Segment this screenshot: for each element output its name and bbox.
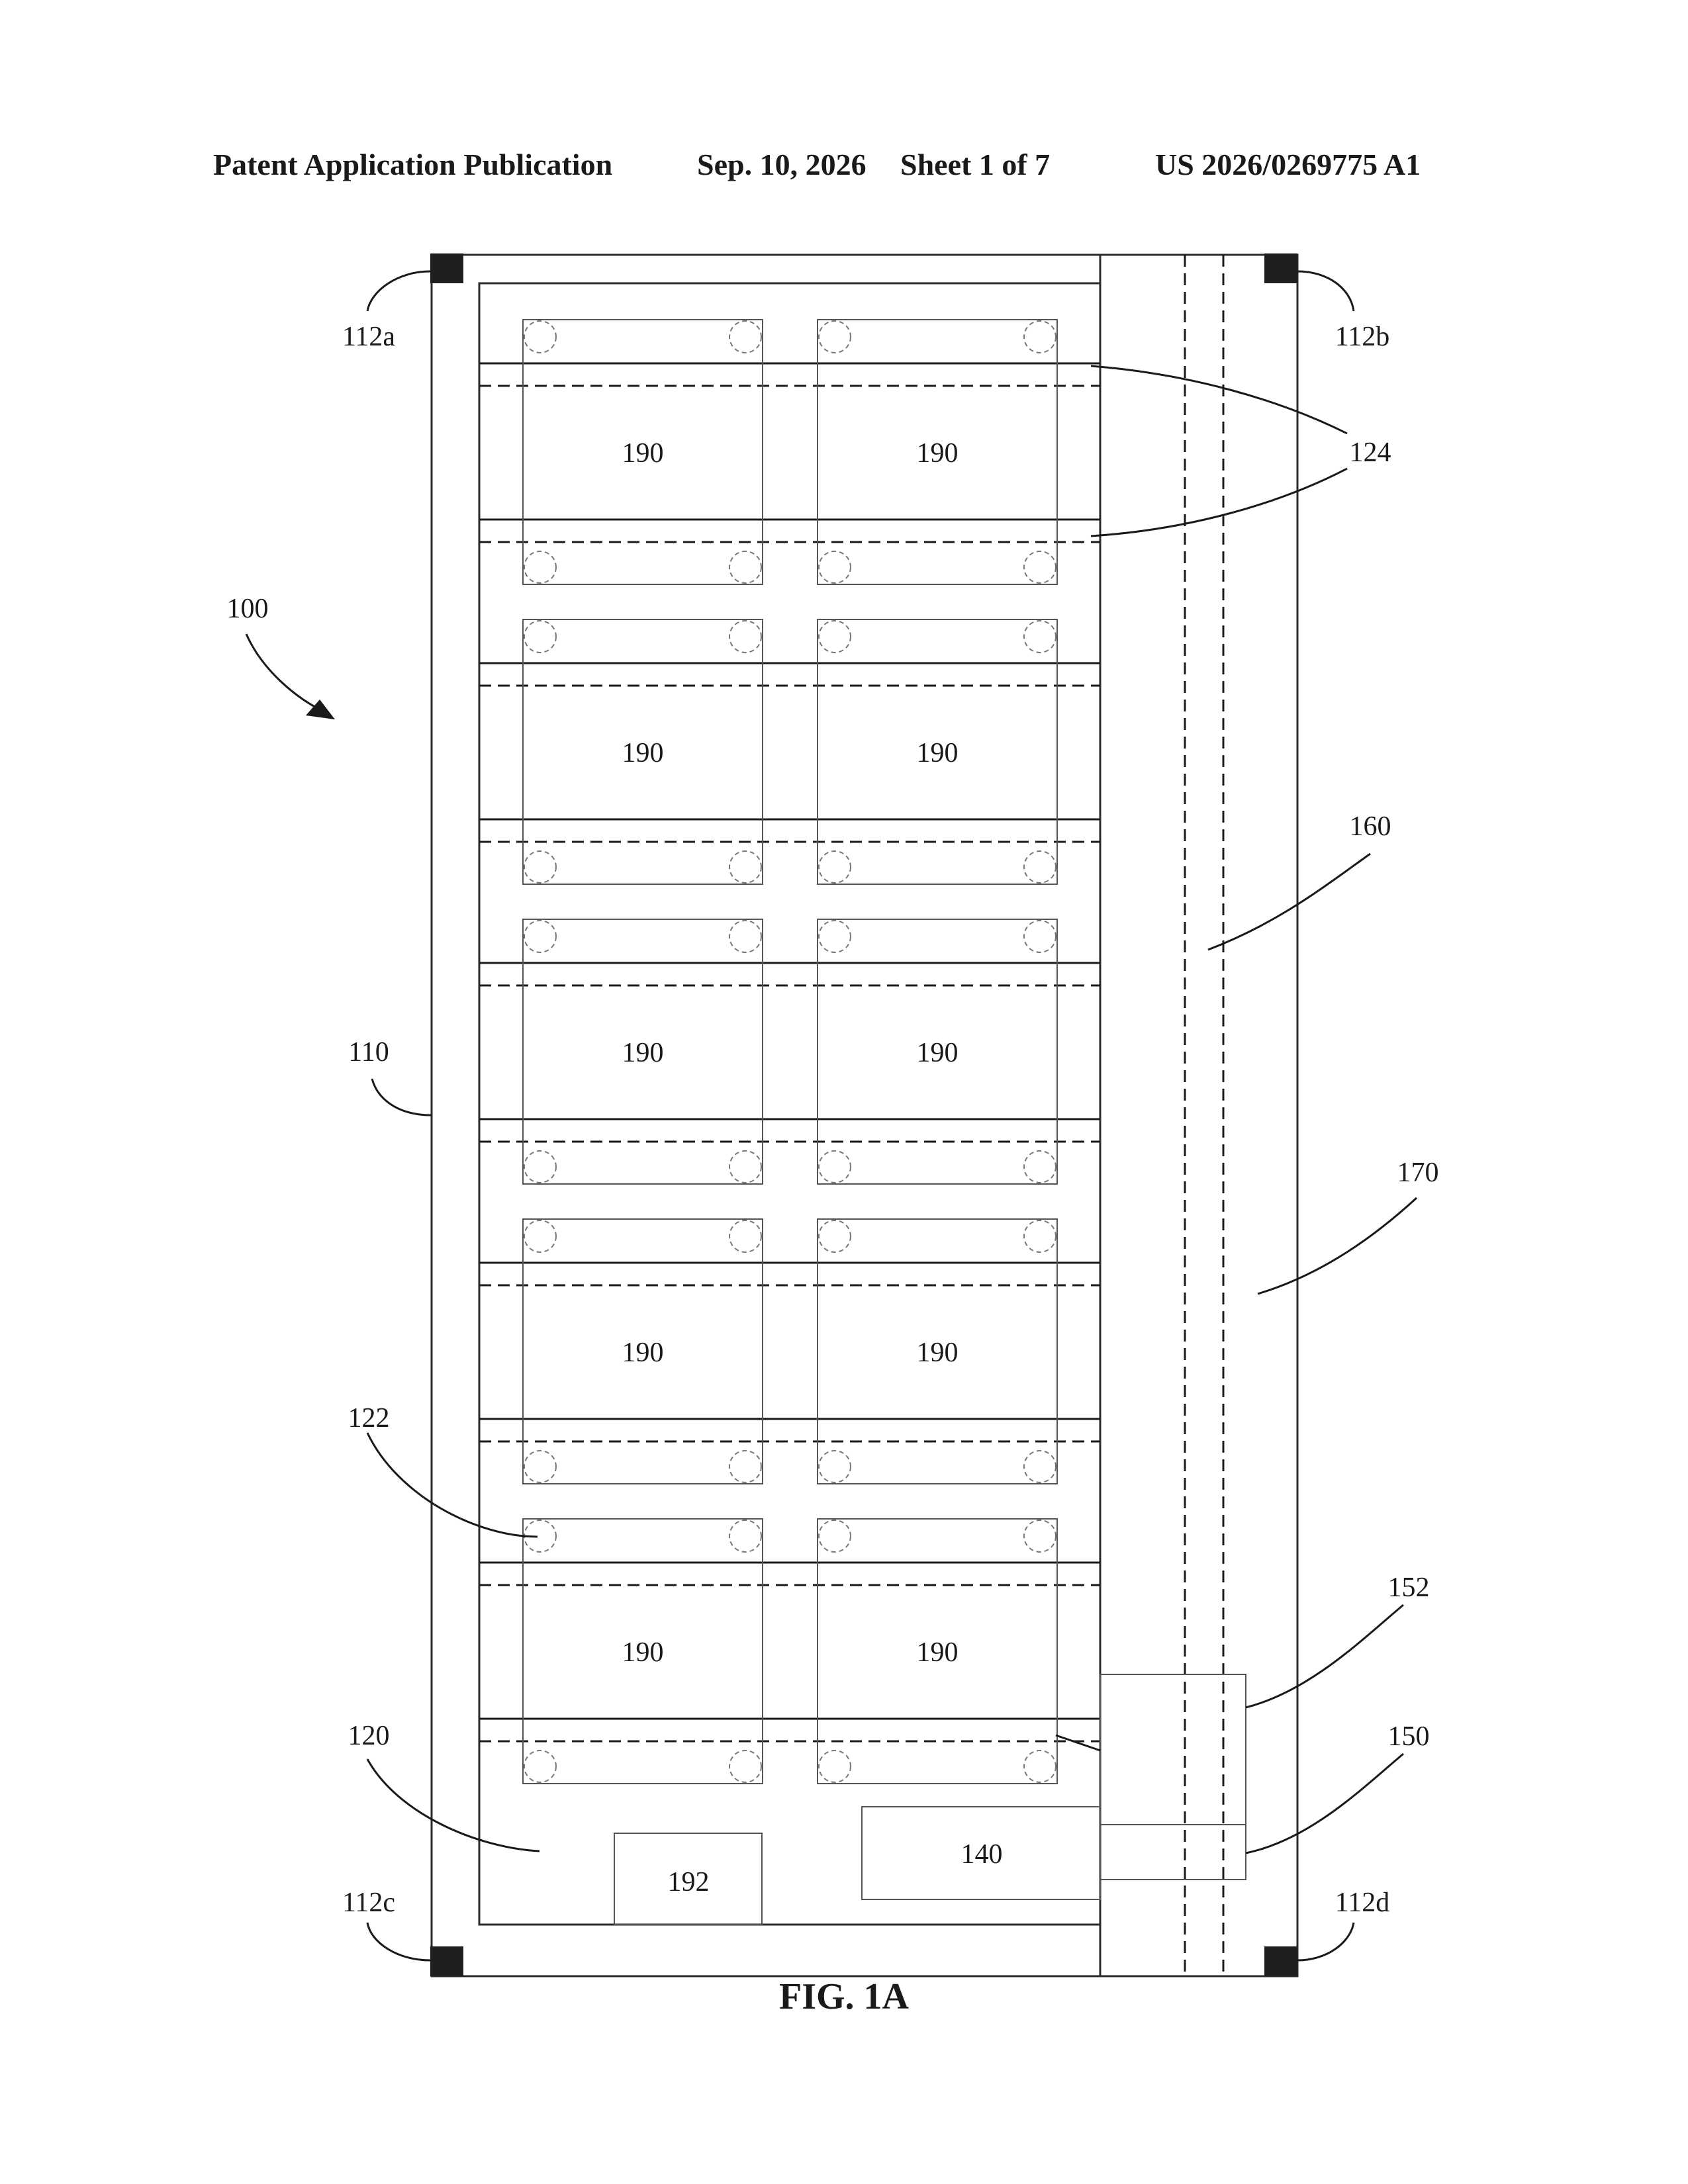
- mount-hole: [819, 621, 851, 653]
- label-122: 122: [348, 1403, 390, 1433]
- mount-hole: [1024, 1151, 1056, 1183]
- module-label-190: 190: [622, 438, 664, 469]
- corner-block-112d: [1264, 1946, 1297, 1976]
- mount-hole: [524, 551, 556, 583]
- label-170: 170: [1397, 1158, 1439, 1188]
- corner-block-112a: [430, 253, 463, 283]
- leader-150: [1246, 1754, 1403, 1853]
- module-label-190: 190: [917, 1338, 959, 1368]
- mount-hole: [524, 921, 556, 952]
- mount-hole: [729, 621, 761, 653]
- module-label-190: 190: [622, 738, 664, 768]
- mount-hole: [524, 1451, 556, 1482]
- mount-hole: [819, 1751, 851, 1782]
- mount-hole: [524, 621, 556, 653]
- mount-hole: [1024, 321, 1056, 353]
- module-grid: 190 190 190 190 190 190 190 190 190 190: [479, 320, 1100, 1784]
- label-192: 192: [668, 1867, 710, 1897]
- leader-152: [1246, 1605, 1403, 1707]
- leader-stub: [1056, 1735, 1100, 1751]
- mount-hole: [524, 851, 556, 883]
- corner-block-112c: [430, 1946, 463, 1976]
- module-label-190: 190: [917, 1038, 959, 1068]
- mount-hole: [1024, 551, 1056, 583]
- mount-hole: [819, 851, 851, 883]
- label-150: 150: [1388, 1721, 1430, 1752]
- mount-hole: [819, 1151, 851, 1183]
- mount-hole: [729, 851, 761, 883]
- label-112a: 112a: [342, 322, 395, 352]
- arrow-100-shaft: [246, 634, 328, 713]
- module-label-190: 190: [622, 1338, 664, 1368]
- mount-hole: [1024, 621, 1056, 653]
- leader-170: [1258, 1198, 1417, 1294]
- module-label-190: 190: [622, 1637, 664, 1668]
- corner-block-112b: [1264, 253, 1297, 283]
- mount-hole: [819, 551, 851, 583]
- leader-112b: [1297, 271, 1354, 311]
- figure-caption: FIG. 1A: [0, 1976, 1688, 2018]
- mount-hole: [729, 1751, 761, 1782]
- arrow-100-head: [306, 700, 335, 719]
- leader-120: [367, 1759, 539, 1851]
- label-112d: 112d: [1335, 1888, 1389, 1918]
- module-label-190: 190: [622, 1038, 664, 1068]
- mount-hole: [524, 1151, 556, 1183]
- mount-hole: [729, 1220, 761, 1252]
- mount-hole: [819, 1220, 851, 1252]
- label-124: 124: [1350, 437, 1391, 468]
- module-label-190: 190: [917, 438, 959, 469]
- label-140: 140: [961, 1839, 1003, 1870]
- inner-panel-120: [479, 283, 1100, 1925]
- mount-hole: [819, 321, 851, 353]
- mount-hole: [729, 1451, 761, 1482]
- mount-hole: [729, 321, 761, 353]
- mount-hole: [1024, 1220, 1056, 1252]
- mount-hole: [819, 1520, 851, 1552]
- mount-hole: [524, 321, 556, 353]
- leader-110: [372, 1079, 432, 1115]
- mount-hole: [1024, 851, 1056, 883]
- label-152: 152: [1388, 1572, 1430, 1603]
- mount-hole: [1024, 1451, 1056, 1482]
- label-112b: 112b: [1335, 322, 1389, 352]
- label-110: 110: [348, 1037, 389, 1068]
- mount-hole: [729, 921, 761, 952]
- mount-hole: [819, 921, 851, 952]
- mount-hole: [729, 551, 761, 583]
- mount-hole: [729, 1520, 761, 1552]
- mount-hole: [729, 1151, 761, 1183]
- leader-112a: [367, 271, 430, 311]
- leader-124-upper: [1091, 366, 1347, 433]
- mount-hole: [1024, 1520, 1056, 1552]
- leader-124-lower: [1091, 469, 1347, 536]
- mount-hole: [1024, 1751, 1056, 1782]
- leader-122: [367, 1433, 538, 1537]
- mount-hole: [819, 1451, 851, 1482]
- label-100: 100: [227, 594, 269, 624]
- leader-160: [1208, 854, 1370, 950]
- module-label-190: 190: [917, 1637, 959, 1668]
- leader-112d: [1297, 1923, 1354, 1960]
- label-112c: 112c: [342, 1888, 395, 1918]
- label-120: 120: [348, 1721, 390, 1751]
- mount-hole: [1024, 921, 1056, 952]
- label-160: 160: [1350, 811, 1391, 842]
- module-label-190: 190: [917, 738, 959, 768]
- leader-112c: [367, 1923, 430, 1960]
- mount-hole: [524, 1220, 556, 1252]
- mount-hole: [524, 1751, 556, 1782]
